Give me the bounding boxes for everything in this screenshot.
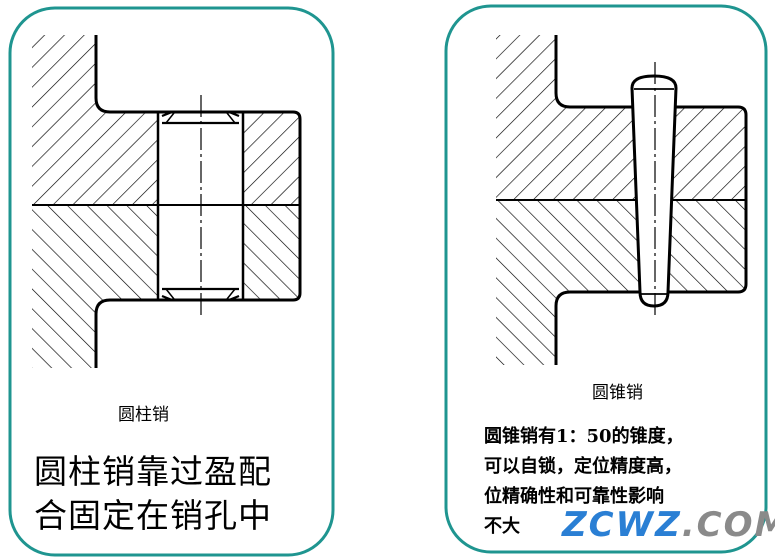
description-line: 圆柱销靠过盈配 [34, 452, 272, 491]
taper-pin-caption: 圆锥销 [592, 383, 643, 403]
description-line: 不大 [484, 516, 520, 537]
watermark-suffix: .COM [681, 505, 775, 545]
taper-pin [630, 74, 678, 308]
left-panel-border [8, 6, 335, 557]
description-line: 位精确性和可靠性影响 [484, 486, 664, 507]
taper-pin-description: 圆锥销有1：50的锥度， 可以自锁，定位精度高， 位精确性和可靠性影响 不大 [484, 422, 684, 542]
cylindrical-pin-description: 圆柱销靠过盈配 合固定在销孔中 [34, 450, 272, 538]
description-line: 可以自锁，定位精度高， [484, 456, 682, 477]
watermark-main: ZCWZ [562, 505, 682, 545]
right-panel-border [444, 4, 768, 554]
description-line: 合固定在销孔中 [34, 496, 272, 535]
cylindrical-pin-drawing [32, 35, 302, 368]
description-line: 圆锥销有1：50的锥度， [484, 426, 684, 447]
taper-pin-drawing [496, 35, 748, 365]
watermark-logo: ZCWZ.COM [562, 505, 775, 545]
cylindrical-pin-caption: 圆柱销 [118, 405, 169, 425]
